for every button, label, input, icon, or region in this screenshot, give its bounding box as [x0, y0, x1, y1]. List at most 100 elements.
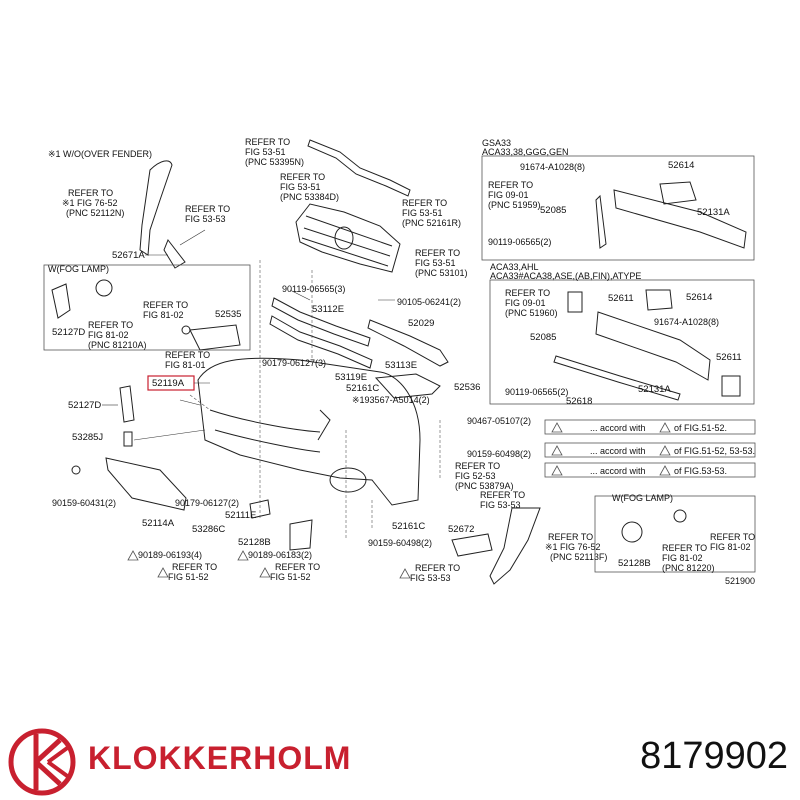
warning-triangle-icon [551, 422, 563, 433]
label-52128b-r: 52128B [618, 558, 651, 569]
label-90159-60498-a: 90159-60498(2) [467, 449, 531, 459]
label-52131a-b: 52131A [638, 384, 671, 395]
warning-triangle-icon [127, 550, 139, 561]
label-52611-b: 52611 [716, 352, 742, 363]
parts-diagram: ※1 W/O(OVER FENDER) REFER TO※1 FIG 76-52… [43, 137, 756, 586]
warning-triangle-icon [259, 567, 271, 578]
label-90119-06565-3: 90119-06565(3) [282, 284, 345, 294]
fender-extension-right [489, 507, 541, 585]
notice-box-3: ... accord with of FIG.53-53. [544, 462, 756, 478]
label-90119-06565-2b: 90119-06565(2) [505, 387, 568, 397]
label-53286c: 53286C [192, 524, 225, 535]
label-52536: 52536 [454, 382, 480, 393]
radiator-grille [295, 203, 401, 273]
warning-triangle-icon [659, 445, 671, 456]
label-refer-76-52-right: REFER TO※1 FIG 76-52(PNC 52113F) [545, 532, 607, 562]
label-w-fog-lamp-right: W(FOG LAMP) [612, 493, 673, 503]
variant-box-2 [489, 279, 755, 405]
warning-triangle-icon [551, 465, 563, 476]
label-52672: 52672 [448, 524, 474, 535]
bumper-reinforcement-a [613, 189, 747, 249]
label-90105-06241: 90105-06241(2) [397, 297, 461, 307]
label-refer-76-52-left: REFER TO※1 FIG 76-52(PNC 52112N) [62, 188, 124, 218]
label-91674-a1028-8b: 91674-A1028(8) [654, 317, 719, 327]
svg-text:... accord with: ... accord with [590, 423, 646, 433]
warning-triangle-icon [551, 445, 563, 456]
grille-upper-molding [307, 139, 411, 197]
label-52161c-a: 52161C [346, 383, 379, 394]
svg-text:... accord with: ... accord with [590, 466, 646, 476]
label-52618: 52618 [566, 396, 592, 407]
svg-text:of FIG.53-53.: of FIG.53-53. [674, 466, 727, 476]
label-drawing-code: 521900 [725, 576, 755, 586]
label-52085-b: 52085 [530, 332, 556, 343]
svg-text:of FIG.51-52.: of FIG.51-52. [674, 423, 727, 433]
front-bumper-cover [197, 357, 421, 506]
label-90159-60431: 90159-60431(2) [52, 498, 116, 508]
license-plate-bracket [105, 457, 187, 511]
label-52611-a: 52611 [608, 293, 634, 304]
label-52127d-b: 52127D [68, 400, 101, 411]
label-90467-05107: 90467-05107(2) [467, 416, 531, 426]
label-53119e: 53119E [335, 372, 367, 383]
label-52161c-b: 52161C [392, 521, 425, 532]
label-53285j: 53285J [72, 432, 103, 443]
label-wo-over-fender: ※1 W/O(OVER FENDER) [48, 149, 152, 159]
label-52029: 52029 [408, 318, 434, 329]
label-52671a: 52671A [112, 250, 145, 261]
label-52131a-a: 52131A [697, 207, 730, 218]
label-90179-06127-low: 90179-06127(2) [175, 498, 239, 508]
warning-triangle-icon [659, 422, 671, 433]
bumper-reinforcement-b [595, 311, 711, 381]
label-52535: 52535 [215, 309, 241, 320]
label-52614-a: 52614 [668, 160, 694, 171]
brand-name: KLOKKERHOLM [88, 740, 352, 776]
notice-box-2: ... accord with of FIG.51-52, 53-53. [544, 442, 756, 458]
label-53112e: 53112E [312, 304, 344, 315]
variant-box-1 [481, 155, 755, 261]
bumper-grille-insert [374, 373, 441, 399]
label-91674-a1028-8: 91674-A1028(8) [520, 162, 585, 172]
label-90189-06193: 90189-06193(4) [138, 550, 202, 560]
fender-extension-left [139, 160, 173, 256]
part-number: 8179902 [640, 735, 788, 777]
label-52128b: 52128B [238, 537, 271, 548]
label-52127d-a: 52127D [52, 327, 85, 338]
label-53113e: 53113E [385, 360, 417, 371]
warning-triangle-icon [157, 567, 169, 578]
label-52614-b: 52614 [686, 292, 712, 303]
svg-text:of FIG.51-52, 53-53.: of FIG.51-52, 53-53. [674, 446, 755, 456]
label-90179-06127-mid: 90179-06127(3) [262, 358, 326, 368]
label-193567: ※193567-A5014(2) [352, 395, 430, 405]
label-w-fog-lamp-left: W(FOG LAMP) [48, 264, 109, 274]
bumper-reinforcement-center [367, 319, 449, 367]
klokkerholm-logo-icon [8, 728, 76, 796]
label-52119a: 52119A [152, 378, 185, 389]
label-90159-60498-b: 90159-60498(2) [368, 538, 432, 548]
warning-triangle-icon [399, 568, 411, 579]
bumper-energy-absorber [553, 355, 681, 401]
label-52085-a: 52085 [540, 205, 566, 216]
label-90189-06183: 90189-06183(2) [248, 550, 312, 560]
label-52114a: 52114A [142, 518, 175, 529]
warning-triangle-icon [659, 465, 671, 476]
fog-lamp-box-right [594, 495, 756, 573]
